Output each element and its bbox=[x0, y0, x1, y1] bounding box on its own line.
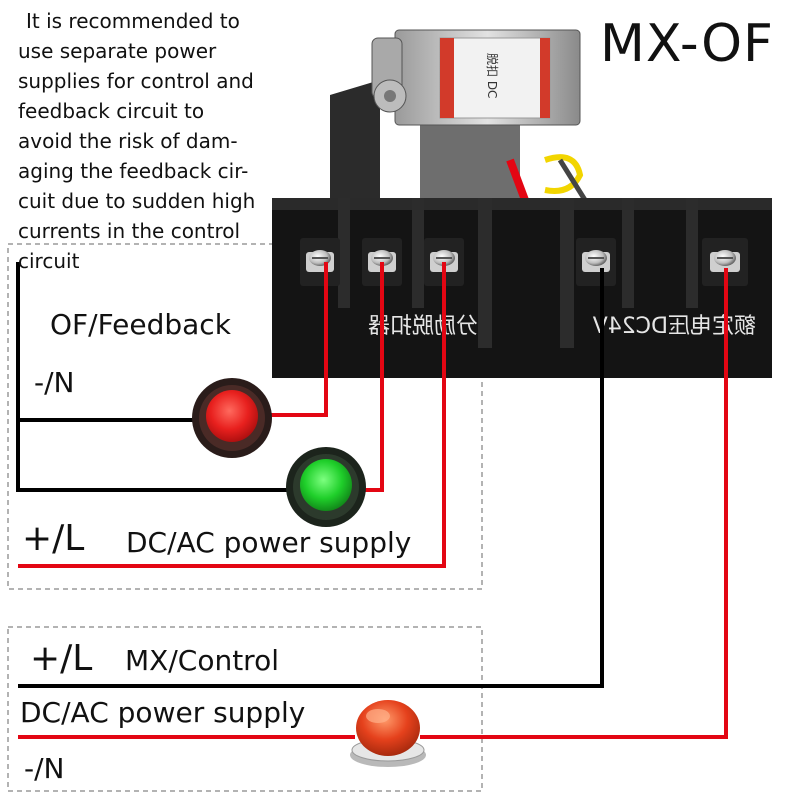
feedback-circuit-box bbox=[7, 243, 483, 590]
note-line: supplies for control and bbox=[18, 69, 254, 93]
note-line: avoid the risk of dam- bbox=[18, 129, 238, 153]
control-return-wire bbox=[420, 268, 728, 739]
feedback-supply-label: DC/AC power supply bbox=[126, 526, 412, 559]
note-line: cuit due to sudden high bbox=[18, 189, 256, 213]
note-line: It is recommended to bbox=[26, 9, 240, 33]
red-indicator-lamp bbox=[192, 378, 272, 458]
feedback-neutral-wire bbox=[16, 262, 292, 492]
note-line: circuit bbox=[18, 249, 80, 273]
model-title: MX-OF bbox=[600, 14, 774, 74]
feedback-wiring bbox=[16, 262, 446, 568]
note-line: feedback circuit to bbox=[18, 99, 205, 123]
control-circuit-box bbox=[7, 626, 483, 792]
feedback-live-wire bbox=[18, 262, 446, 568]
terminal-label-left: 分励脱扣器 bbox=[368, 314, 478, 339]
control-live-label: +/L bbox=[30, 638, 93, 679]
note-line: use separate power bbox=[18, 39, 217, 63]
feedback-neutral-label: -/N bbox=[34, 366, 75, 399]
control-neutral-label: -/N bbox=[24, 752, 65, 785]
terminal-block: 分励脱扣器 额定电压DC24V bbox=[272, 198, 772, 378]
control-title: MX/Control bbox=[125, 644, 279, 677]
control-push-button bbox=[350, 700, 426, 767]
note-line: currents in the control bbox=[18, 219, 241, 243]
coil-label: 脱扣 DC bbox=[485, 53, 500, 98]
terminal-label-right: 额定电压DC24V bbox=[593, 314, 756, 339]
terminal-screw-4 bbox=[582, 250, 610, 272]
recommendation-note: It is recommended to use separate power … bbox=[18, 6, 288, 276]
red-lamp-wire bbox=[270, 262, 328, 417]
note-line: aging the feedback cir- bbox=[18, 159, 249, 183]
feedback-title: OF/Feedback bbox=[50, 308, 231, 341]
shunt-trip-device: 脱扣 DC bbox=[330, 29, 588, 205]
terminal-screw-5 bbox=[710, 250, 740, 272]
control-wiring bbox=[18, 268, 728, 739]
control-supply-label: DC/AC power supply bbox=[20, 696, 306, 729]
control-live-wire bbox=[18, 268, 604, 688]
feedback-live-label: +/L bbox=[22, 518, 85, 559]
terminal-screw-1 bbox=[306, 250, 334, 272]
green-indicator-lamp bbox=[286, 447, 366, 527]
